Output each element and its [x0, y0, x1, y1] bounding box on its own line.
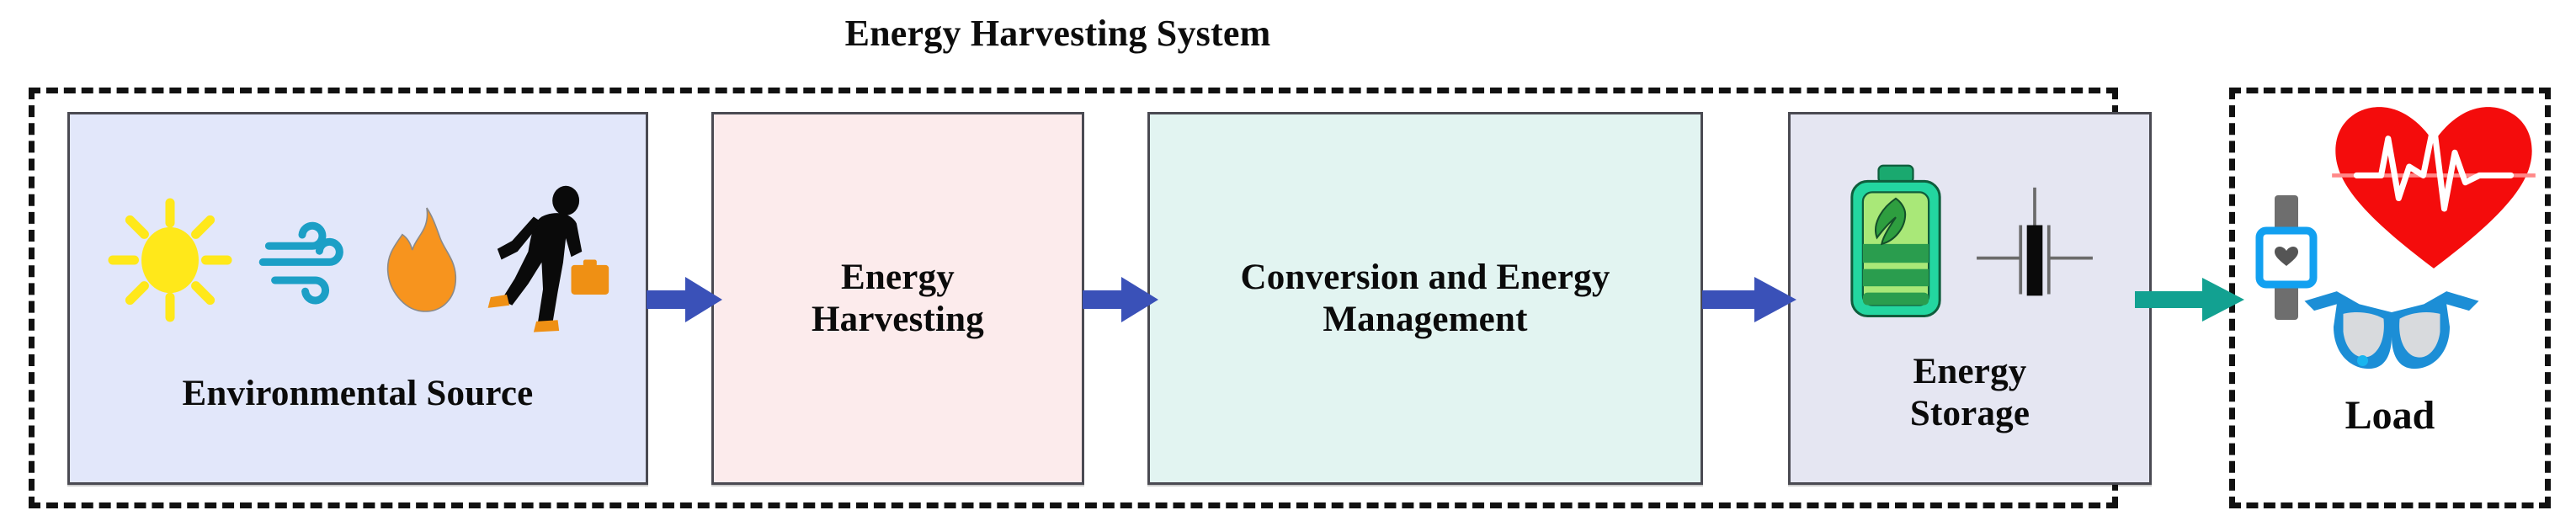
flame-icon: [386, 207, 457, 312]
wind-icon: [258, 221, 343, 305]
stage-box-energy-harvesting[interactable]: Energy Harvesting: [711, 112, 1084, 485]
stage-box-energy-storage[interactable]: Energy Storage: [1788, 112, 2152, 485]
stage-box-conversion-and-energy-management[interactable]: Conversion and Energy Management: [1147, 112, 1703, 485]
stage-label-environmental-source: Environmental Source: [182, 374, 534, 414]
stage-box-environmental-source[interactable]: Environmental Source: [67, 112, 648, 485]
page-title: Energy Harvesting System: [844, 13, 1271, 54]
load-device-icons: [2229, 88, 2551, 399]
stage-label-line2: Management: [1323, 299, 1528, 339]
capacitor-symbol-icon: [1977, 187, 2093, 295]
stage-label-conversion-and-energy-management: Conversion and Energy Management: [1240, 257, 1610, 341]
walking-person-icon: [487, 185, 609, 332]
smart-glasses-icon: [2304, 291, 2479, 369]
stage-label-line1: Conversion and Energy: [1240, 257, 1610, 297]
arrow-harvest-to-convert: [1083, 277, 1158, 322]
stage-label-line2: Storage: [1909, 393, 2030, 433]
environmental-source-icon-row: [98, 182, 617, 338]
stage-label-line2: Harvesting: [811, 299, 985, 339]
sun-icon: [108, 198, 232, 322]
arrow-storage-to-load: [2135, 278, 2244, 322]
stage-label-energy-harvesting: Energy Harvesting: [812, 257, 984, 341]
battery-leaf-icon: [1850, 164, 1941, 317]
stage-label-line1: Energy: [841, 257, 955, 297]
stage-label-line1: Energy: [1913, 351, 2027, 391]
heart-ecg-icon: [2332, 107, 2536, 268]
arrow-source-to-harvest: [647, 277, 722, 322]
load-group[interactable]: Load: [2229, 88, 2551, 508]
arrow-convert-to-storage: [1702, 277, 1796, 322]
smartwatch-icon: [2255, 195, 2318, 320]
stage-label-energy-storage: Energy Storage: [1910, 351, 2030, 435]
load-label: Load: [2344, 393, 2435, 438]
energy-storage-icon-row: [1842, 162, 2098, 322]
